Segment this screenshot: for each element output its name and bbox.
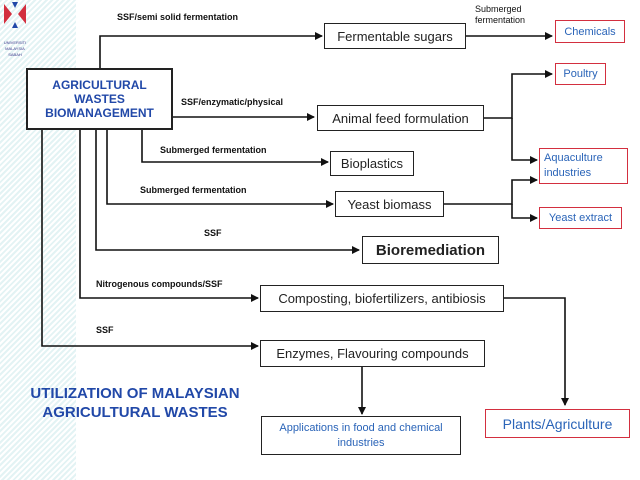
poultry-box: Poultry — [555, 63, 606, 85]
arrow-to-plants — [504, 297, 569, 406]
bioplastics-label: Bioplastics — [340, 156, 404, 171]
yeast-biomass-label: Yeast biomass — [347, 196, 432, 212]
fermentable-sugars-label: Fermentable sugars — [337, 28, 453, 44]
arrow-to-yeast-biomass — [106, 130, 334, 208]
bioplastics-box: Bioplastics — [330, 151, 414, 176]
applications-box: Applications in food and chemical indust… — [261, 416, 461, 455]
label-ssf-2: SSF — [96, 325, 114, 335]
logo-text-line-1: UNIVERSITI — [3, 40, 27, 45]
aquaculture-box: Aquaculture industries — [539, 148, 628, 184]
arrow-to-bioremediation — [95, 130, 360, 254]
logo-text-line-2: MALAYSIA — [5, 46, 25, 51]
fermentable-sugars-box: Fermentable sugars — [324, 23, 466, 49]
yeast-extract-box: Yeast extract — [539, 207, 622, 229]
label-ssf-1: SSF — [204, 228, 222, 238]
logo-emblem-icon — [4, 2, 26, 28]
arrow-yeast-to-aquaculture — [444, 176, 538, 205]
arrow-to-composting — [79, 130, 259, 302]
source-label: AGRICULTURAL WASTES BIOMANAGEMENT — [45, 78, 154, 120]
label-nitrogenous: Nitrogenous compounds/SSF — [96, 279, 223, 289]
label-ssf-semi-solid: SSF/semi solid fermentation — [117, 12, 239, 22]
applications-label: Applications in food and chemical indust… — [279, 421, 443, 449]
arrow-feed-to-aquaculture — [511, 118, 538, 164]
plants-box: Plants/Agriculture — [485, 409, 630, 438]
label-submerged-2: Submerged fermentation — [140, 185, 247, 195]
logo-text-line-3: SABAH — [8, 52, 22, 57]
enzymes-label: Enzymes, Flavouring compounds — [276, 346, 469, 361]
page-title: UTILIZATION OF MALAYSIAN AGRICULTURAL WA… — [30, 385, 240, 421]
arrow-to-yeast-extract — [511, 204, 538, 222]
poultry-label: Poultry — [563, 68, 598, 80]
bioremediation-box: Bioremediation — [362, 236, 499, 264]
chemicals-box: Chemicals — [555, 20, 625, 43]
composting-box: Composting, biofertilizers, antibiosis — [260, 285, 504, 312]
label-ssf-enzymatic: SSF/enzymatic/physical — [181, 97, 284, 107]
aquaculture-label: Aquaculture industries — [544, 152, 603, 179]
animal-feed-box: Animal feed formulation — [317, 105, 484, 131]
arrow-to-poultry — [484, 70, 553, 119]
bioremediation-label: Bioremediation — [375, 241, 486, 259]
university-logo: UNIVERSITI MALAYSIA SABAH — [0, 0, 30, 62]
enzymes-box: Enzymes, Flavouring compounds — [260, 340, 485, 367]
label-submerged-1: Submerged fermentation — [160, 145, 267, 155]
yeast-biomass-box: Yeast biomass — [335, 191, 444, 217]
yeast-extract-label: Yeast extract — [548, 212, 613, 224]
label-submerged-top: Submerged fermentation — [475, 4, 526, 25]
arrow-to-bioplastics — [141, 130, 329, 166]
source-box: AGRICULTURAL WASTES BIOMANAGEMENT — [26, 68, 173, 130]
arrow-to-enzymes — [41, 130, 259, 350]
chemicals-label: Chemicals — [564, 25, 616, 38]
animal-feed-label: Animal feed formulation — [332, 110, 469, 126]
plants-label: Plants/Agriculture — [502, 415, 613, 432]
composting-label: Composting, biofertilizers, antibiosis — [278, 291, 486, 306]
arrow-to-fermentable-sugars — [99, 32, 323, 68]
